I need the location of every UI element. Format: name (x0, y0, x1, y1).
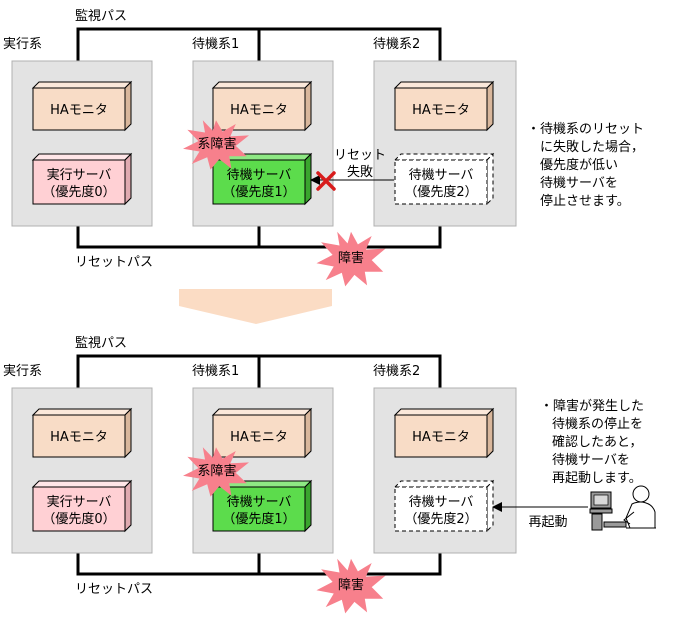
standby1-server: 待機サーバ （優先度1） (211, 479, 313, 533)
standby1-host-label: 待機系1 (192, 364, 239, 379)
server-name: 待機サーバ (227, 168, 292, 183)
server-priority: （優先度1） (222, 511, 295, 527)
standby2-host-label: 待機系2 (373, 364, 420, 379)
active-server: 実行サーバ （優先度0） (31, 152, 133, 206)
monitor-path-label: 監視パス (75, 335, 127, 351)
ha-monitor-label: HAモニタ (230, 430, 288, 445)
note-line: 待機サーバを (540, 176, 618, 191)
monitor-path-line (76, 354, 442, 389)
reset-arrow (310, 175, 394, 185)
ha-monitor-3: HAモニタ (393, 407, 495, 459)
note-line: 待機サーバを (552, 453, 630, 468)
note-line: に失敗した場合， (540, 140, 644, 155)
system-failure-label: 系障害 (197, 136, 236, 152)
transition-arrow (179, 289, 332, 324)
reset-path-line (76, 226, 442, 249)
standby1-server: 待機サーバ （優先度1） (211, 152, 313, 206)
restart-label: 再起動 (528, 515, 567, 530)
active-host-label: 実行系 (3, 363, 42, 379)
server-name: 実行サーバ (47, 167, 112, 183)
system-failure-label: 系障害 (197, 463, 236, 479)
top-panel: 監視パス リセットパス 実行系 待機系1 待機系2 HAモニタ HAモニタ (3, 8, 644, 287)
standby2-server (393, 152, 495, 206)
ha-monitor-1: HAモニタ (31, 80, 133, 132)
monitor-path-label: 監視パス (75, 8, 127, 24)
ha-monitor-3: HAモニタ (393, 80, 495, 132)
ha-monitor-label: HAモニタ (412, 430, 470, 445)
ha-monitor-label: HAモニタ (230, 103, 288, 118)
ha-monitor-label: HAモニタ (50, 430, 108, 445)
server-name: 実行サーバ (47, 494, 112, 510)
active-server: 実行サーバ （優先度0） (31, 479, 133, 533)
server-priority: （優先度1） (222, 184, 295, 200)
active-host-label: 実行系 (3, 36, 42, 52)
standby1-host-label: 待機系1 (192, 37, 239, 52)
server-name: 待機サーバ (227, 495, 292, 510)
bottom-panel: 監視パス リセットパス 実行系 待機系1 待機系2 HAモニタ HAモニタ (3, 335, 656, 614)
cross-mark-icon (316, 171, 336, 191)
note-line: ・障害が発生した (540, 398, 644, 414)
note-line: 待機系の停止を (552, 416, 643, 432)
ha-monitor-2: HAモニタ (211, 407, 313, 459)
note-line: 確認したあと， (552, 434, 642, 450)
operator-terminal-icon (589, 485, 656, 531)
note-line: ・待機系のリセット (527, 122, 644, 137)
restart-arrow (492, 502, 588, 512)
ha-monitor-label: HAモニタ (50, 103, 108, 118)
standby2-server (393, 479, 495, 533)
note-line: 停止させます。 (540, 193, 630, 209)
monitor-path-line (76, 27, 442, 62)
path-failure-label: 障害 (338, 250, 364, 266)
reset-path-label: リセットパス (75, 582, 153, 597)
reset-path-label: リセットパス (75, 255, 153, 270)
note-line: 優先度が低い (540, 157, 618, 173)
ha-monitor-label: HAモニタ (412, 103, 470, 118)
server-name: 待機サーバ (409, 495, 474, 510)
server-priority: （優先度0） (42, 184, 115, 200)
ha-monitor-2: HAモニタ (211, 80, 313, 132)
note-line: 再起動します。 (552, 471, 642, 486)
path-failure-label: 障害 (338, 577, 364, 593)
reset-failed-label: リセット (334, 148, 386, 163)
reset-failed-label: 失敗 (347, 165, 373, 180)
server-name: 待機サーバ (409, 168, 474, 183)
server-priority: （優先度2） (404, 511, 477, 527)
standby2-host-label: 待機系2 (373, 37, 420, 52)
server-priority: （優先度2） (404, 184, 477, 200)
ha-monitor-1: HAモニタ (31, 407, 133, 459)
reset-path-line (76, 553, 442, 576)
server-priority: （優先度0） (42, 511, 115, 527)
